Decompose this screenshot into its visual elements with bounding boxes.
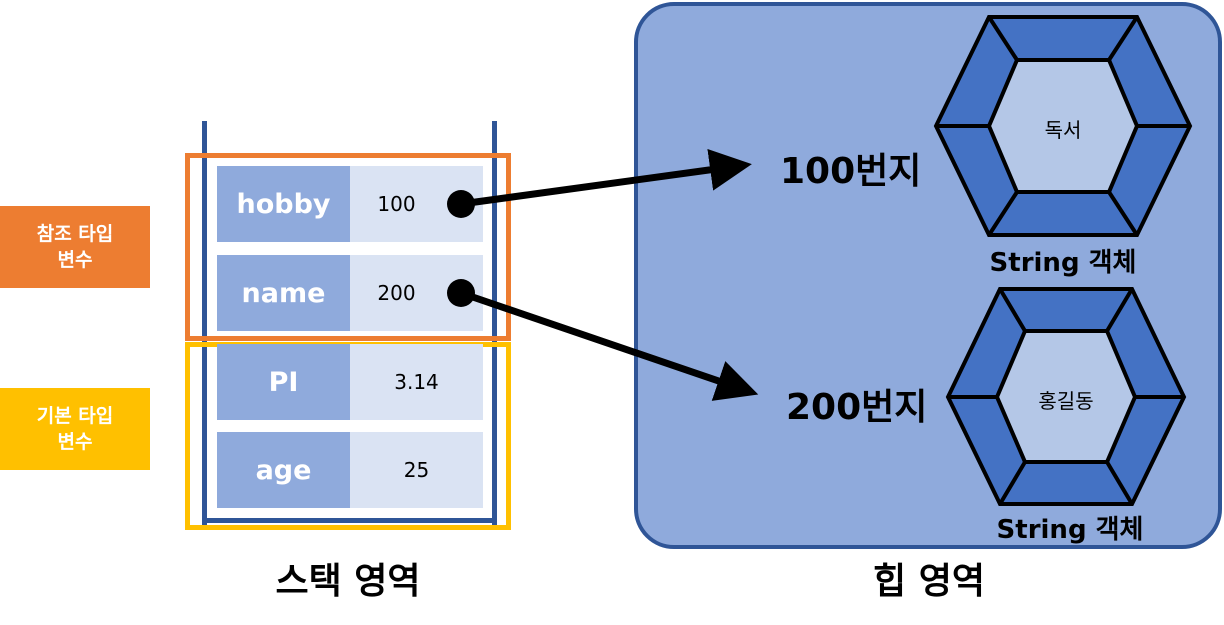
reference-type-label-line2: 변수 bbox=[57, 249, 93, 271]
variable-name: PI bbox=[217, 344, 350, 420]
stack-row-name: name 200 bbox=[217, 255, 483, 331]
variable-value: 25 bbox=[350, 432, 483, 508]
stack-right-wall bbox=[492, 121, 497, 525]
heap-area-title: 힙 영역 bbox=[873, 561, 985, 602]
string-object-content-2: 홍길동 bbox=[1038, 389, 1094, 413]
string-object-content-1: 독서 bbox=[1044, 118, 1082, 142]
variable-name: hobby bbox=[217, 166, 350, 242]
stack-row-pi: PI 3.14 bbox=[217, 344, 483, 420]
address-label-100: 100번지 bbox=[780, 151, 922, 192]
variable-value-text: 100 bbox=[377, 192, 416, 216]
address-label-200: 200번지 bbox=[786, 387, 928, 428]
stack-row-age: age 25 bbox=[217, 432, 483, 508]
variable-name: age bbox=[217, 432, 350, 508]
primitive-type-label-line1: 기본 타입 bbox=[36, 405, 114, 427]
variable-name: name bbox=[217, 255, 350, 331]
string-object-caption-1: String 객체 bbox=[989, 248, 1137, 278]
string-object-hexagon-1 bbox=[933, 15, 1193, 237]
string-object-caption-2: String 객체 bbox=[996, 515, 1144, 545]
stack-area-title: 스택 영역 bbox=[275, 561, 421, 602]
reference-arrow-name bbox=[459, 289, 759, 401]
variable-value-text: 200 bbox=[377, 281, 416, 305]
string-object-hexagon-2 bbox=[945, 287, 1187, 506]
primitive-type-label-line2: 변수 bbox=[57, 431, 93, 453]
reference-arrow-hobby bbox=[460, 149, 752, 208]
primitive-type-variable-label: 기본 타입 변수 bbox=[0, 388, 150, 470]
variable-value: 3.14 bbox=[350, 344, 483, 420]
stack-floor bbox=[202, 518, 497, 523]
stack-left-wall bbox=[202, 121, 207, 525]
reference-type-group bbox=[185, 153, 511, 341]
reference-type-variable-label: 참조 타입 변수 bbox=[0, 206, 150, 288]
reference-type-label-line1: 참조 타입 bbox=[36, 223, 114, 245]
